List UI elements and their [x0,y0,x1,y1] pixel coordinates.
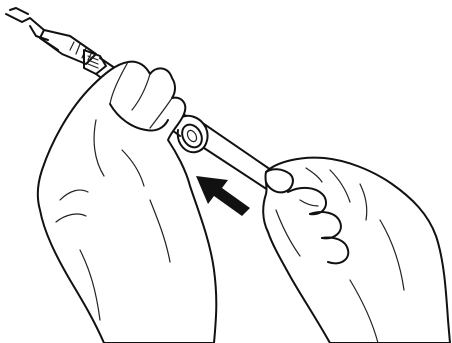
arrow-icon [196,176,250,216]
left-gloved-hand [38,62,216,343]
right-gloved-hand [263,158,450,343]
